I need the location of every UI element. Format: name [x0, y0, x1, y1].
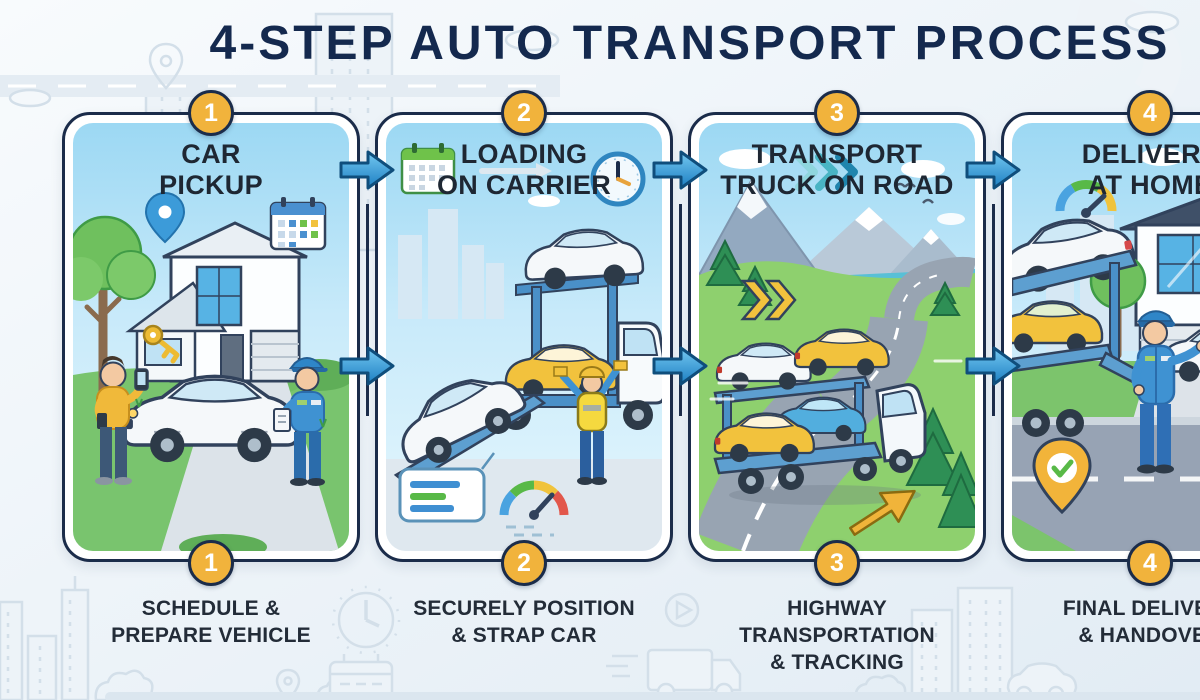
speedometer-icon	[1055, 180, 1117, 218]
calendar-icon	[400, 143, 456, 195]
step-2-heading: LOADING ON CARRIER	[436, 139, 611, 200]
speedometer-icon	[499, 480, 569, 537]
step-1-illustration-panel: CAR PICKUP	[73, 123, 349, 551]
car-yellow-bottom	[713, 412, 815, 463]
step-1-badge-top: 1	[188, 90, 234, 136]
step-2-illustration-panel: LOADING ON CARRIER	[386, 123, 662, 551]
step-4-illustration-panel: DELIVERY AT HOME	[1012, 123, 1200, 551]
step-2-3-arrow-icon-bottom	[652, 346, 708, 386]
step-2-3-connector-line	[679, 204, 682, 416]
chevron-right-icons-teal	[795, 153, 858, 191]
step-3-4-arrow-icon-top	[965, 150, 1021, 190]
step-1-badge-bottom: 1	[188, 540, 234, 586]
birds	[894, 182, 934, 204]
calendar-icon	[269, 197, 327, 251]
worker	[553, 360, 628, 485]
step-3-caption: HIGHWAY TRANSPORTATION & TRACKING	[739, 597, 935, 674]
step-3-4-arrow-icon-bottom	[965, 346, 1021, 386]
step-4-caption: FINAL DELIVERY & HANDOVER	[1062, 597, 1200, 647]
step-2-badge-bottom: 2	[501, 540, 547, 586]
step-3-heading: TRANSPORT TRUCK ON ROAD	[720, 139, 954, 200]
step-card-4: DELIVERY AT HOME	[1001, 112, 1200, 562]
arrow-right-icon	[479, 163, 552, 179]
step-2-badge-top: 2	[501, 90, 547, 136]
step-2-caption: SECURELY POSITION & STRAP CAR	[413, 597, 635, 647]
clock-icon	[590, 151, 646, 207]
tree	[73, 215, 156, 410]
driver	[273, 357, 328, 486]
step-card-3: TRANSPORT TRUCK ON ROAD	[688, 112, 986, 562]
step-4-badge-bottom: 4	[1127, 540, 1173, 586]
city-silhouette	[398, 209, 504, 319]
delivery-scene	[1012, 148, 1200, 551]
curb	[1012, 417, 1200, 425]
loaded-carrier-truck	[713, 328, 927, 505]
step-1-2-arrow-icon-bottom	[339, 346, 395, 386]
chevron-right-icons-yellow	[740, 279, 797, 321]
step-1-2-connector-line	[366, 204, 369, 416]
step-3-4-connector-line	[992, 204, 995, 416]
ramp-car	[401, 378, 527, 464]
customer	[94, 356, 149, 485]
carrier-truck	[393, 228, 662, 487]
step-1-caption: SCHEDULE & PREPARE VEHICLE	[111, 597, 311, 647]
loading-scene	[386, 143, 662, 551]
delivery-driver	[1131, 310, 1200, 474]
highway-scene	[699, 149, 975, 551]
step-card-1: CAR PICKUP	[62, 112, 360, 562]
key-icon	[142, 324, 180, 364]
step-2-3-arrow-icon-top	[652, 150, 708, 190]
step-4-heading: DELIVERY AT HOME	[1081, 139, 1200, 200]
pickup-car	[123, 374, 299, 463]
car-yellow-top	[793, 328, 890, 376]
infographic-title: 4-STEP AUTO TRANSPORT PROCESS	[209, 17, 1171, 70]
top-car	[524, 228, 645, 290]
step-1-2-arrow-icon-top	[339, 150, 395, 190]
step-1-heading: CAR PICKUP	[159, 139, 263, 200]
checklist-icon	[398, 452, 495, 523]
step-3-illustration-panel: TRANSPORT TRUCK ON ROAD	[699, 123, 975, 551]
up-right-arrow-icon	[849, 489, 916, 536]
step-card-2: LOADING ON CARRIER	[375, 112, 673, 562]
step-3-badge-bottom: 3	[814, 540, 860, 586]
location-pin-icon	[144, 191, 186, 244]
house	[125, 221, 308, 383]
step-4-badge-top: 4	[1127, 90, 1173, 136]
car-pickup-scene	[73, 191, 349, 551]
step-3-badge-top: 3	[814, 90, 860, 136]
checkmark-pin-icon	[1032, 437, 1092, 515]
